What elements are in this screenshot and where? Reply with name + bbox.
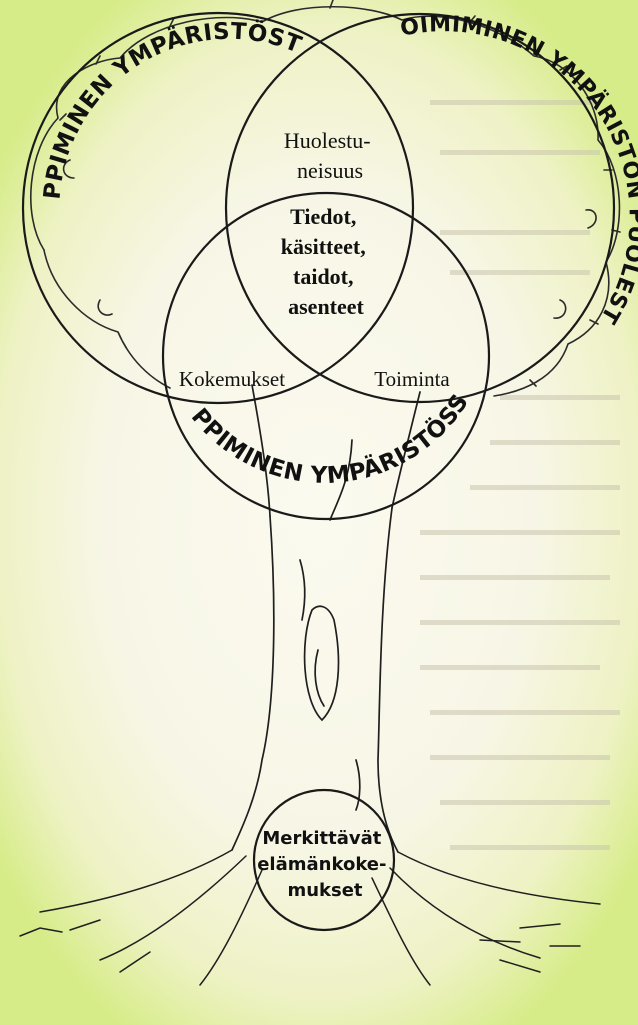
label-life-experiences: Merkittävät elämänkoke- mukset — [257, 828, 393, 901]
label-concern-line-1: Huolestu- — [284, 128, 371, 153]
label-knowledge-line-1: Tiedot, — [290, 204, 356, 229]
label-life-experiences-line-3: mukset — [287, 880, 362, 901]
label-life-experiences-line-1: Merkittävät — [262, 828, 381, 849]
label-knowledge-line-2: käsitteet, — [281, 234, 366, 259]
arc-label-bottom: OPPIMINEN YMPÄRISTÖSSÄ — [0, 0, 474, 489]
label-knowledge: Tiedot, käsitteet, taidot, asenteet — [281, 204, 371, 319]
label-life-experiences-line-2: elämänkoke- — [257, 854, 386, 875]
label-experiences: Kokemukset — [179, 367, 285, 391]
label-knowledge-line-3: taidot, — [293, 264, 354, 289]
background-text-lines — [420, 100, 620, 850]
label-action: Toiminta — [374, 367, 450, 391]
label-concern-line-2: neisuus — [297, 158, 363, 183]
arc-label-bottom-text: OPPIMINEN YMPÄRISTÖSSÄ — [0, 0, 474, 489]
label-knowledge-line-4: asenteet — [288, 294, 364, 319]
label-concern: Huolestu- neisuus — [284, 128, 376, 183]
